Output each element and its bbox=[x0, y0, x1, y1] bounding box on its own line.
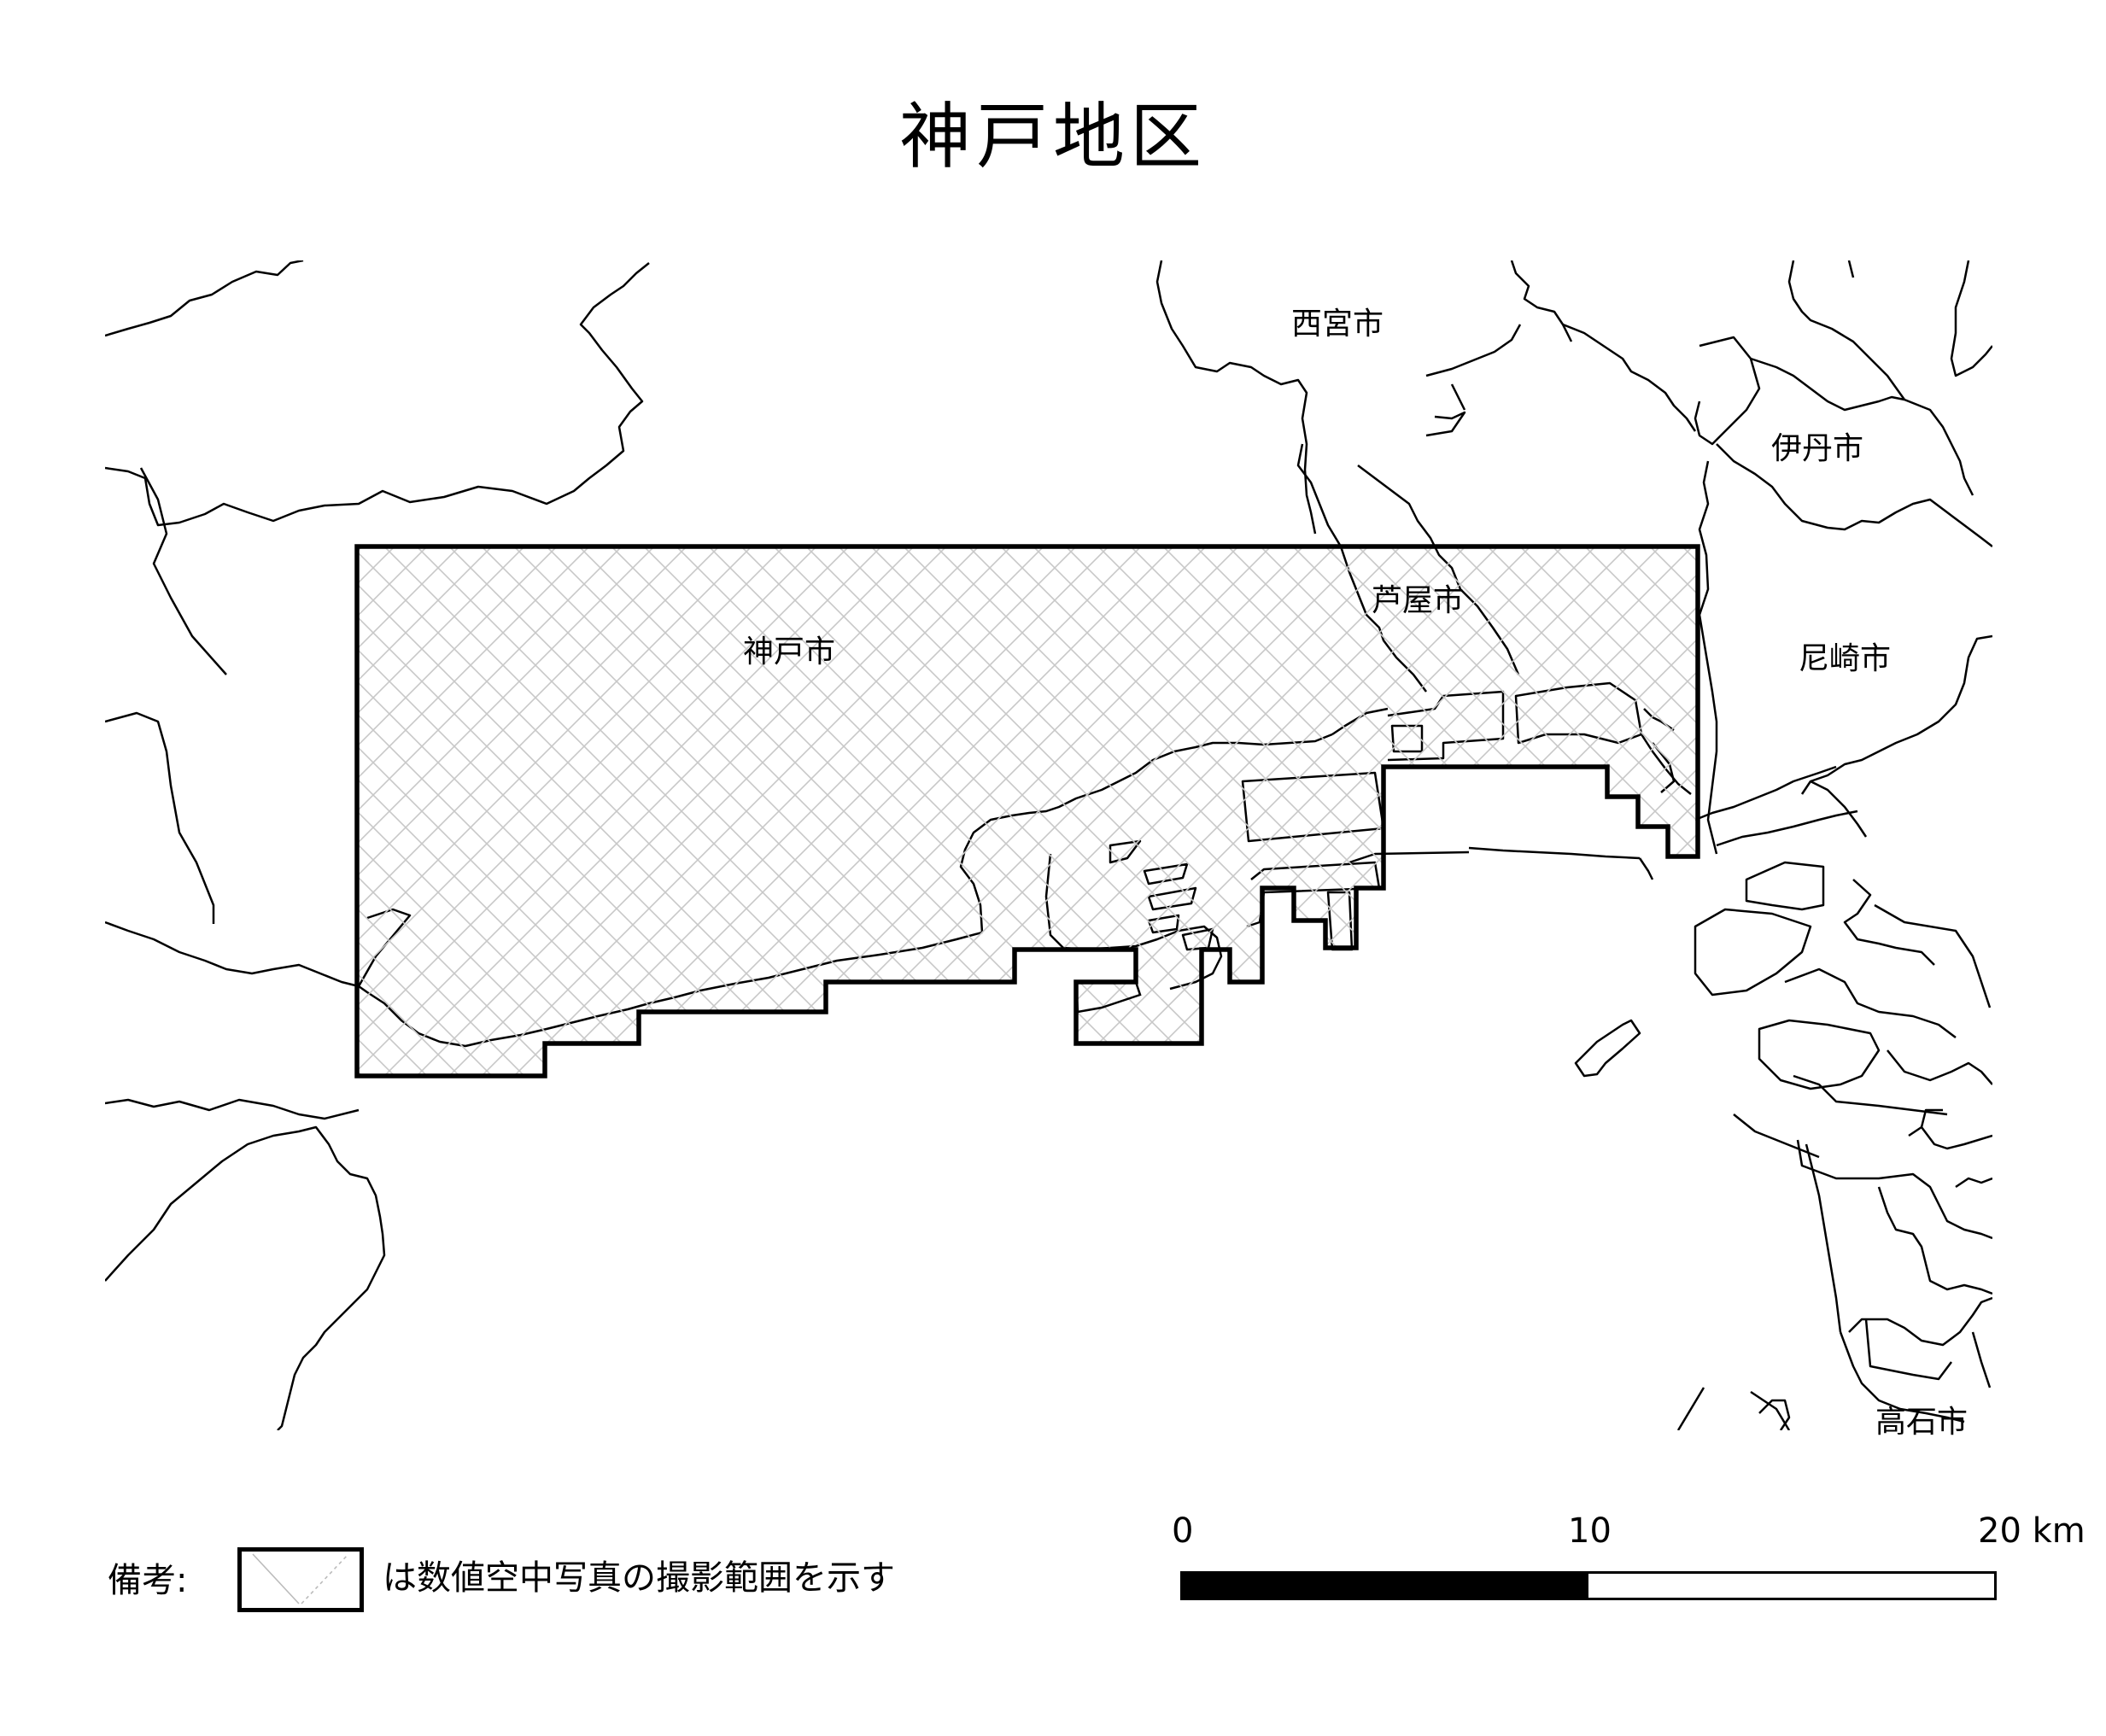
boundary-line bbox=[1450, 383, 1466, 411]
boundary-line bbox=[1425, 324, 1522, 377]
label-kobe: 神戸市 bbox=[743, 634, 836, 669]
island-outline bbox=[1784, 967, 1957, 1038]
legend-swatch bbox=[237, 1547, 364, 1612]
boundary-line bbox=[1950, 260, 1992, 377]
boundary-line bbox=[1155, 260, 1317, 535]
boundary-line bbox=[1800, 634, 1992, 795]
coastline bbox=[1468, 846, 1641, 860]
boundary-line bbox=[105, 262, 650, 527]
boundary-line bbox=[1716, 443, 1992, 547]
scale-tick-0: 0 bbox=[1172, 1511, 1194, 1551]
boundary-line bbox=[1750, 357, 1905, 412]
island-outline bbox=[1758, 1399, 1791, 1430]
label-itami: 伊丹市 bbox=[1771, 431, 1864, 466]
label-ashiya: 芦屋市 bbox=[1372, 583, 1465, 618]
island-outline bbox=[1074, 980, 1142, 1014]
boundary-line bbox=[105, 711, 215, 924]
island-outline bbox=[1676, 1387, 1705, 1430]
coverage-area bbox=[354, 544, 1700, 1078]
legend-text: は数値空中写真の撮影範囲を示す bbox=[383, 1558, 895, 1598]
label-amagasaki: 尼崎市 bbox=[1799, 641, 1892, 676]
scale-tick-10: 10 bbox=[1568, 1511, 1612, 1551]
boundary-line bbox=[1787, 260, 1974, 496]
island-outline bbox=[1758, 1019, 1881, 1090]
label-nishinomiya: 西宮市 bbox=[1291, 307, 1384, 342]
island-outline bbox=[1805, 1143, 1842, 1333]
island-outline bbox=[1796, 1139, 1992, 1240]
boundary-line bbox=[1562, 323, 1697, 432]
island-outline bbox=[1574, 1019, 1641, 1078]
scale-bar bbox=[1180, 1571, 1997, 1600]
island-outline bbox=[1793, 1074, 1948, 1116]
island-outline bbox=[1877, 1186, 1992, 1295]
scale-tick-20: 20 km bbox=[1978, 1511, 2086, 1551]
coastline bbox=[1810, 780, 1868, 838]
island-outline bbox=[1971, 1331, 1992, 1388]
coastline bbox=[1638, 857, 1654, 880]
island-outline bbox=[1908, 1125, 1992, 1150]
island-outline bbox=[1864, 1318, 1952, 1381]
island-outline bbox=[1745, 861, 1825, 911]
boundary-line bbox=[1847, 260, 1855, 278]
boundary-line bbox=[139, 467, 227, 675]
island-outline bbox=[1848, 1296, 1992, 1347]
boundary-line bbox=[1694, 336, 1761, 446]
island-outline bbox=[1733, 1113, 1820, 1159]
boundary-line bbox=[1425, 411, 1466, 437]
island-outline bbox=[1887, 1049, 1992, 1085]
boundary-line bbox=[1510, 260, 1573, 342]
island-outline bbox=[1920, 1108, 1943, 1128]
coastline bbox=[105, 1125, 386, 1430]
island-outline bbox=[1955, 1177, 1992, 1189]
legend-label: 備考: bbox=[108, 1561, 188, 1600]
coastline bbox=[1716, 810, 1858, 847]
boundary-line bbox=[105, 1098, 360, 1120]
scale-bar-fill bbox=[1183, 1574, 1588, 1598]
island-outline bbox=[1874, 903, 1992, 1008]
boundary-line bbox=[1698, 460, 1718, 855]
boundary-line bbox=[105, 260, 304, 337]
coastline bbox=[1694, 765, 1837, 821]
boundary-line bbox=[105, 921, 360, 988]
island-outline bbox=[1843, 879, 1935, 966]
island-outline bbox=[1694, 908, 1812, 997]
map-title: 神戸地区 bbox=[898, 95, 1207, 178]
label-takaishi: 高石市 bbox=[1875, 1405, 1969, 1440]
island-outline bbox=[1839, 1331, 1965, 1423]
